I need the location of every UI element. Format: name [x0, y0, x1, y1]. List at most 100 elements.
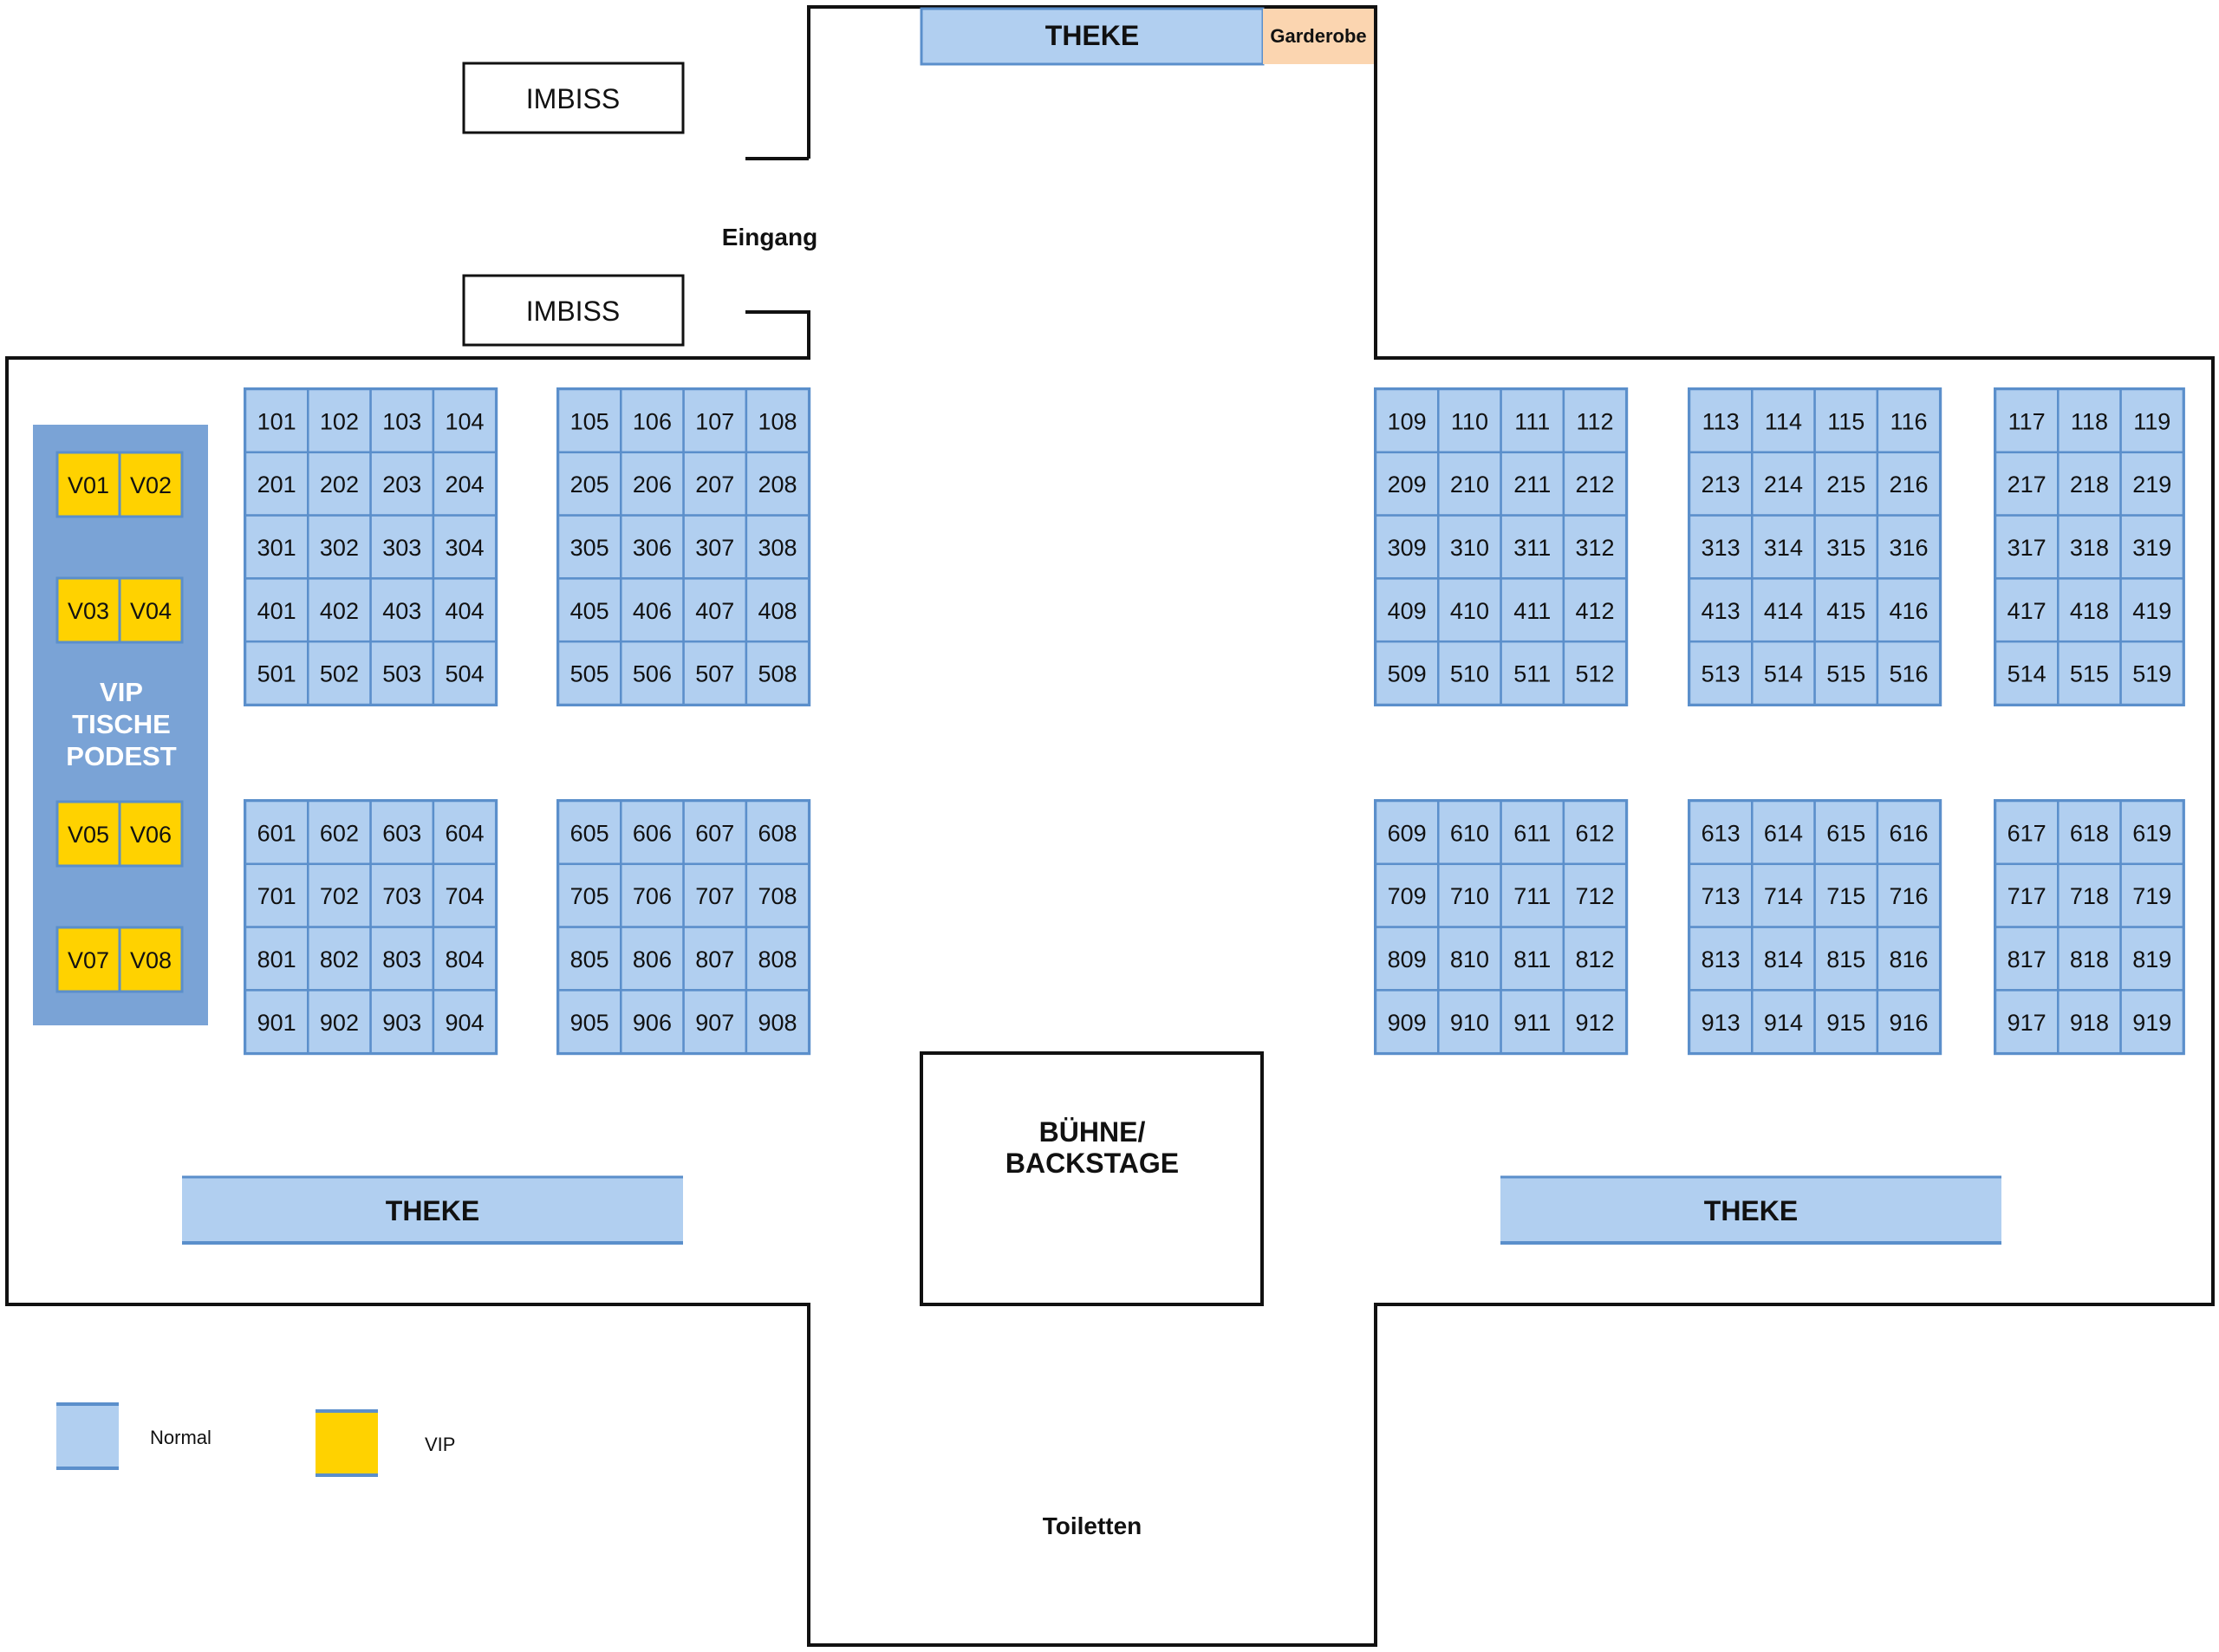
seat[interactable]	[1813, 862, 1879, 928]
seat[interactable]	[307, 451, 372, 517]
seat[interactable]	[1688, 577, 1754, 643]
seat[interactable]	[1437, 577, 1502, 643]
seat[interactable]	[682, 577, 748, 643]
seat[interactable]	[1437, 387, 1502, 454]
seat[interactable]	[1688, 926, 1754, 992]
seat[interactable]	[682, 799, 748, 866]
seat[interactable]	[307, 989, 372, 1055]
seat[interactable]	[1374, 926, 1440, 992]
seat[interactable]	[620, 989, 685, 1055]
seat[interactable]	[432, 387, 498, 454]
seat[interactable]	[745, 514, 810, 580]
seat[interactable]	[1994, 862, 2060, 928]
seat[interactable]	[244, 640, 309, 706]
seat[interactable]	[1876, 514, 1942, 580]
seat[interactable]	[1876, 387, 1942, 454]
seat[interactable]	[2119, 926, 2185, 992]
seat[interactable]	[369, 926, 435, 992]
seat[interactable]	[307, 640, 372, 706]
seat[interactable]	[1562, 799, 1628, 866]
seat[interactable]	[1562, 577, 1628, 643]
seat[interactable]	[2119, 989, 2185, 1055]
seat[interactable]	[682, 989, 748, 1055]
vip-seat[interactable]	[118, 800, 184, 868]
seat[interactable]	[620, 514, 685, 580]
seat[interactable]	[1876, 640, 1942, 706]
seat[interactable]	[1994, 577, 2060, 643]
seat[interactable]	[432, 640, 498, 706]
seat[interactable]	[1994, 926, 2060, 992]
seat[interactable]	[682, 926, 748, 992]
seat[interactable]	[307, 926, 372, 992]
seat[interactable]	[244, 577, 309, 643]
seat[interactable]	[682, 640, 748, 706]
seat[interactable]	[1688, 640, 1754, 706]
seat[interactable]	[2119, 799, 2185, 866]
seat[interactable]	[556, 387, 622, 454]
seat[interactable]	[1813, 989, 1879, 1055]
seat[interactable]	[682, 387, 748, 454]
seat[interactable]	[1751, 926, 1816, 992]
seat[interactable]	[1437, 799, 1502, 866]
seat[interactable]	[1994, 640, 2060, 706]
vip-seat[interactable]	[55, 926, 121, 993]
seat[interactable]	[1562, 514, 1628, 580]
seat[interactable]	[745, 862, 810, 928]
seat[interactable]	[620, 799, 685, 866]
vip-seat[interactable]	[118, 576, 184, 644]
seat[interactable]	[1562, 989, 1628, 1055]
seat[interactable]	[1500, 640, 1565, 706]
seat[interactable]	[1562, 451, 1628, 517]
seat[interactable]	[556, 989, 622, 1055]
seat[interactable]	[244, 451, 309, 517]
seat[interactable]	[1813, 799, 1879, 866]
vip-seat[interactable]	[55, 576, 121, 644]
seat[interactable]	[2119, 862, 2185, 928]
vip-seat[interactable]	[118, 451, 184, 518]
seat[interactable]	[745, 799, 810, 866]
seat[interactable]	[620, 387, 685, 454]
seat[interactable]	[1876, 799, 1942, 866]
seat[interactable]	[432, 799, 498, 866]
seat[interactable]	[1994, 451, 2060, 517]
seat[interactable]	[369, 577, 435, 643]
seat[interactable]	[1562, 640, 1628, 706]
seat[interactable]	[745, 387, 810, 454]
seat[interactable]	[556, 577, 622, 643]
seat[interactable]	[745, 926, 810, 992]
seat[interactable]	[1876, 577, 1942, 643]
seat[interactable]	[1374, 862, 1440, 928]
seat[interactable]	[1374, 989, 1440, 1055]
seat[interactable]	[2057, 451, 2122, 517]
seat[interactable]	[1876, 926, 1942, 992]
seat[interactable]	[1437, 451, 1502, 517]
vip-seat[interactable]	[55, 800, 121, 868]
seat[interactable]	[745, 577, 810, 643]
seat[interactable]	[1374, 799, 1440, 866]
seat[interactable]	[620, 926, 685, 992]
seat[interactable]	[1813, 577, 1879, 643]
seat[interactable]	[1876, 862, 1942, 928]
seat[interactable]	[1437, 989, 1502, 1055]
seat[interactable]	[1751, 862, 1816, 928]
seat[interactable]	[244, 514, 309, 580]
seat[interactable]	[745, 640, 810, 706]
seat[interactable]	[2119, 640, 2185, 706]
seat[interactable]	[1813, 926, 1879, 992]
seat[interactable]	[307, 577, 372, 643]
seat[interactable]	[1500, 387, 1565, 454]
seat[interactable]	[307, 514, 372, 580]
seat[interactable]	[745, 451, 810, 517]
seat[interactable]	[1876, 989, 1942, 1055]
seat[interactable]	[244, 989, 309, 1055]
seat[interactable]	[1562, 862, 1628, 928]
seat[interactable]	[432, 989, 498, 1055]
seat[interactable]	[682, 514, 748, 580]
seat[interactable]	[620, 577, 685, 643]
seat[interactable]	[1813, 451, 1879, 517]
seat[interactable]	[2057, 926, 2122, 992]
seat[interactable]	[1876, 451, 1942, 517]
seat[interactable]	[745, 989, 810, 1055]
seat[interactable]	[1562, 387, 1628, 454]
vip-seat[interactable]	[118, 926, 184, 993]
